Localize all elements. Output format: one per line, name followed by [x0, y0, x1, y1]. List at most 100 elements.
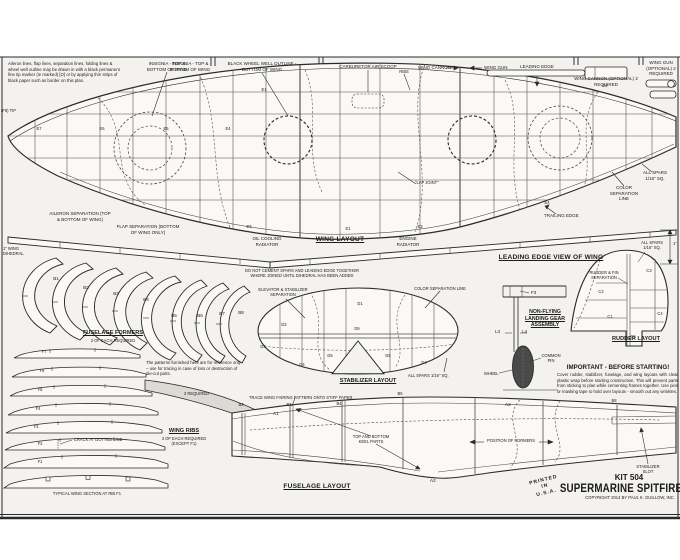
stab-part: D4 — [299, 362, 305, 367]
rib-mark: E3 — [417, 224, 423, 229]
former-part: B2 — [83, 285, 89, 290]
fuselage-former-mark: B4 — [336, 401, 342, 406]
rib-mark: E3 — [246, 224, 252, 229]
rib-part: F1 — [37, 459, 43, 464]
rib-part: F5 — [37, 387, 43, 392]
fuselage-layout — [231, 396, 677, 479]
rudder-part: C2 — [598, 289, 604, 294]
plan-note: Aileron lines, flap lines, separation li… — [8, 61, 120, 83]
insignia-label: INSIGNIA - TOP & BOTTOM OF WING — [169, 61, 211, 72]
oil-radiator-label: OIL COOLING RADIATOR — [252, 236, 282, 247]
gear-l3-label: L3 — [495, 329, 501, 334]
ribs-label: RIBS — [399, 69, 409, 74]
trailing-edge-label: TRAILING EDGE — [544, 213, 579, 218]
stab-part: D3 — [260, 344, 266, 349]
stab-color-sep-label: COLOR SEPARATION LINE — [414, 286, 466, 291]
fuselage-formers — [22, 257, 251, 364]
wing-ribs-sub: 3 OF EACH REQUIRED (EXCEPT F1) — [161, 436, 207, 447]
formers-sub: 2 OF EACH REQUIRED — [90, 338, 136, 343]
rudder-all-spars-label: ALL SPARS 1/16" SQ. — [641, 240, 663, 251]
position-of-formers-label: POSITION OF FORMERS — [487, 438, 535, 443]
former-part: B8 — [238, 310, 244, 315]
fuselage-former-mark: B8 — [611, 398, 617, 403]
wing-color-sep-label: COLOR SEPARATION LINE — [609, 185, 639, 202]
keel-parts-label: TOP AND BOTTOM KEEL PARTS — [352, 434, 390, 445]
wing-camouflage-lines — [94, 63, 599, 239]
fuselage-former-mark: B3 — [286, 402, 292, 407]
dihedral-dim-label: 1" — [673, 241, 677, 246]
aileron-separation-label: AILERON SEPARATION (TOP & BOTTOM OF WING… — [49, 211, 111, 222]
stab-part: D2 — [281, 322, 287, 327]
keel-a2-label: A2 — [505, 402, 511, 407]
rudder-sep-label: RUDDER & FIN SEPARATION — [589, 270, 619, 281]
rib-mark: E1 — [261, 87, 267, 92]
landing-gear-heading: NON-FLYING LANDING GEAR ASSEMBLY — [524, 309, 566, 328]
wheel-well-label: BLACK WHEEL WELL OUTLINE - BOTTOM OF WIN… — [227, 61, 297, 72]
leading-edge-view — [7, 229, 677, 269]
wing-leader-lines — [151, 65, 653, 215]
rib-part: F3 — [33, 424, 39, 429]
fuselage-former-mark: B5 — [397, 391, 403, 396]
leading-edge-view-heading: LEADING EDGE VIEW OF WING — [498, 254, 604, 261]
wing-all-spars-label: ALL SPARS 1/16" SQ. — [642, 170, 667, 181]
fairing-two-required: 2 REQUIRED — [184, 391, 210, 396]
copyright: COPYRIGHT 2014 BY PAUL K. GUILLOW, INC. — [585, 495, 675, 500]
wing-gun-label: WING GUN — [484, 65, 508, 70]
wing-gun-part — [645, 79, 677, 99]
trace-fairing-label: TRACE WING FAIRING PATTERN ONTO STIFF PA… — [249, 395, 353, 400]
keel-a1-label: A1 — [273, 411, 279, 416]
gear-f3-label: F3 — [531, 290, 537, 295]
former-part: B6 — [197, 313, 203, 318]
rudder-part: C5 — [630, 334, 636, 339]
carburetor-label: CARBURETOR AIR SCOOP — [339, 64, 397, 69]
sheet-border — [0, 56, 680, 520]
wing-ribs-stack — [2, 348, 169, 489]
wheel-label: WHEEL — [484, 371, 499, 376]
rib-part: F4 — [35, 406, 41, 411]
do-not-cement-note: DO NOT CEMENT SPARS AND LEADING EDGE TOG… — [244, 268, 360, 279]
wing-cannon-part — [486, 66, 628, 80]
gear-l4-label: L4 — [522, 329, 528, 334]
stabilizer-layout — [257, 287, 459, 375]
stab-part: D5 — [327, 353, 333, 358]
rudder-part: C4 — [657, 311, 663, 316]
rib-mark: E1 — [345, 226, 351, 231]
typical-section-label: TYPICAL WING SECTION AT RIB F1 — [52, 491, 122, 496]
elevator-sep-label: ELEVATOR & STABILIZER SEPARATION — [258, 287, 308, 298]
common-pin-label: COMMON PIN — [541, 353, 561, 364]
rib-part: F7 — [41, 349, 47, 354]
plan-title: SUPERMARINE SPITFIRE — [559, 483, 680, 495]
roundel-right — [527, 105, 593, 171]
rib-mark: E2 — [602, 83, 608, 88]
kit-number: KIT 504 — [614, 473, 644, 482]
leading-edge-label: LEADING EDGE — [520, 64, 554, 69]
stab-part: D6 — [354, 326, 360, 331]
dihedral-dimension — [660, 229, 678, 265]
stab-part: D4 — [421, 360, 427, 365]
wing-ribs-heading: WING RIBS — [168, 428, 200, 434]
former-part: B1 — [53, 276, 59, 281]
engine-radiator-label: ENGINE RADIATOR — [396, 236, 420, 247]
important-heading: IMPORTANT - BEFORE STARTING! — [566, 364, 670, 371]
rudder-heading: RUDDER LAYOUT — [612, 336, 660, 342]
stabilizer-heading: STABILIZER LAYOUT — [339, 378, 397, 384]
insignia-label-text: INSIGNIA - TOP & BOTTOM OF WING — [146, 61, 188, 72]
wing-layout-heading: WING LAYOUT — [315, 236, 365, 243]
roundel-left — [113, 111, 187, 185]
fuselage-former-mark: B2 — [238, 402, 244, 407]
registration-marks — [210, 57, 644, 68]
rib-mark: E5 — [163, 126, 169, 131]
formers-heading: FUSELAGE FORMERS — [83, 330, 143, 336]
rudder-part: C1 — [607, 314, 613, 319]
flap-separation-label: FLAP SEPARATION (BOTTOM OF WING ONLY) — [116, 224, 180, 235]
former-part: B3 — [113, 291, 119, 296]
rib-part: F6 — [39, 368, 45, 373]
wing-dihedral-label: 1" WING DIHEDRAL — [3, 246, 24, 257]
rib-mark: E6 — [99, 126, 105, 131]
rib-part: F2 — [37, 441, 43, 446]
rib-mark: E4 — [225, 126, 231, 131]
fuselage-heading: FUSELAGE LAYOUT — [283, 483, 351, 490]
cannon-optional-label: WING CANNON (OPTIONAL) 2 REQUIRED — [574, 76, 638, 87]
